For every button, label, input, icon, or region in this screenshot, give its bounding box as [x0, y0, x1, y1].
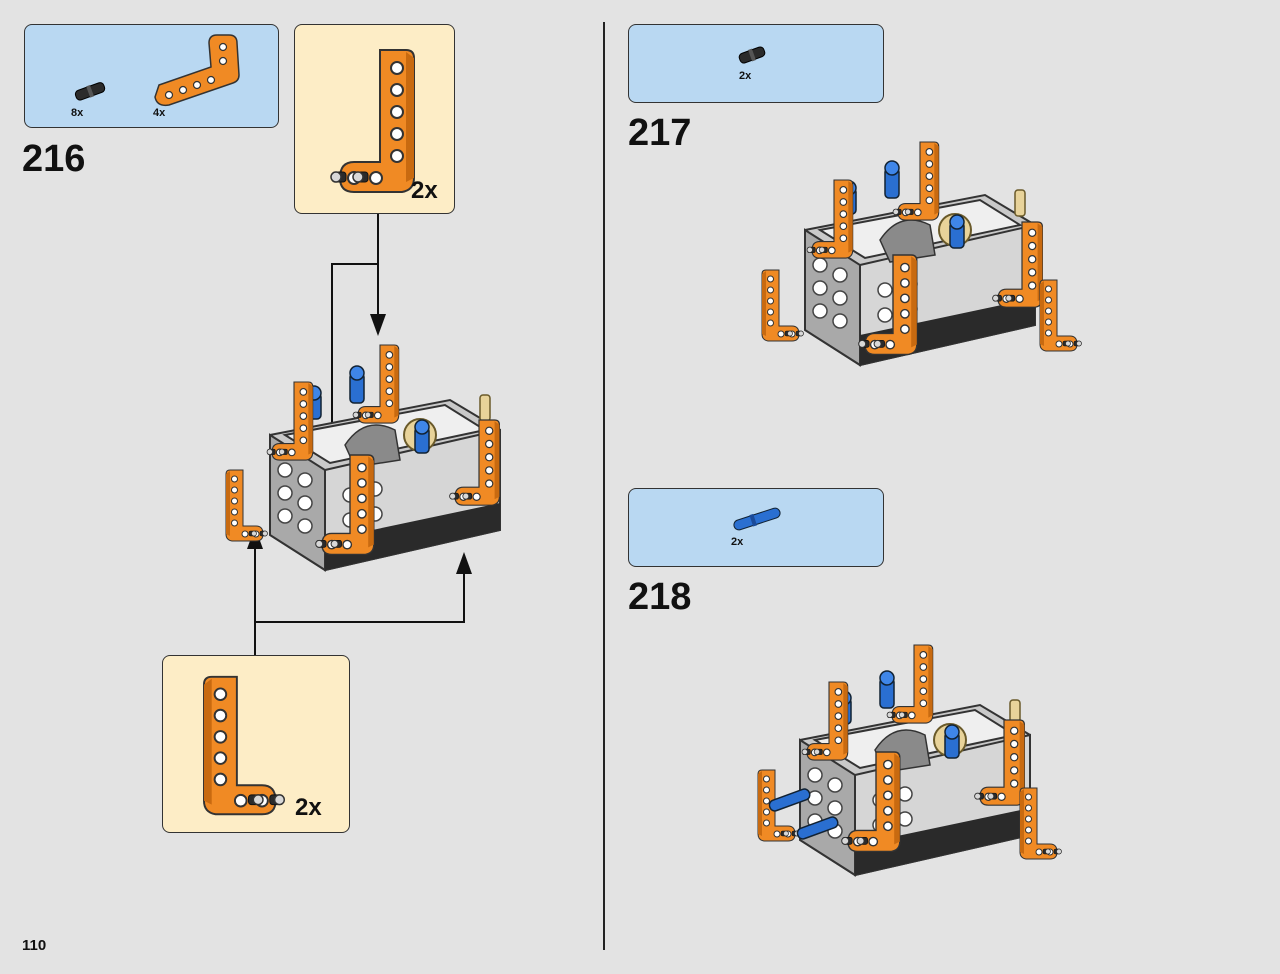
orange-bent-liftarm-icon — [154, 34, 240, 107]
step-216-subassembly-top: 2x — [294, 24, 455, 214]
step-216-part-qty-1: 8x — [71, 107, 84, 119]
black-pin-icon — [738, 46, 766, 64]
step-216-parts-callout: 8x 4x — [24, 24, 279, 128]
step-217-part-qty: 2x — [739, 70, 752, 82]
step-217-parts-callout: 2x — [628, 24, 884, 103]
step-216-part-qty-2: 4x — [153, 107, 166, 119]
black-friction-pin-icon — [74, 82, 106, 101]
step-218-number: 218 — [628, 576, 692, 618]
step-216-subassembly-bottom: 2x — [162, 655, 350, 833]
step-217-number: 217 — [628, 112, 692, 154]
step-216-subassembly-bottom-qty: 2x — [295, 794, 322, 821]
step-218-assembly-diagram — [757, 644, 1062, 876]
step-216-number: 216 — [22, 138, 86, 180]
page-number: 110 — [22, 937, 47, 954]
step-218-parts-callout: 2x — [628, 488, 884, 567]
step-216-subassembly-top-qty: 2x — [411, 177, 438, 204]
page-divider — [603, 22, 605, 950]
step-218-part-qty: 2x — [731, 536, 744, 548]
step-217-assembly-diagram — [761, 141, 1082, 366]
blue-pin-inserted — [768, 788, 811, 812]
blue-long-pin-icon — [733, 507, 781, 531]
step-216-assembly-diagram — [225, 214, 501, 655]
